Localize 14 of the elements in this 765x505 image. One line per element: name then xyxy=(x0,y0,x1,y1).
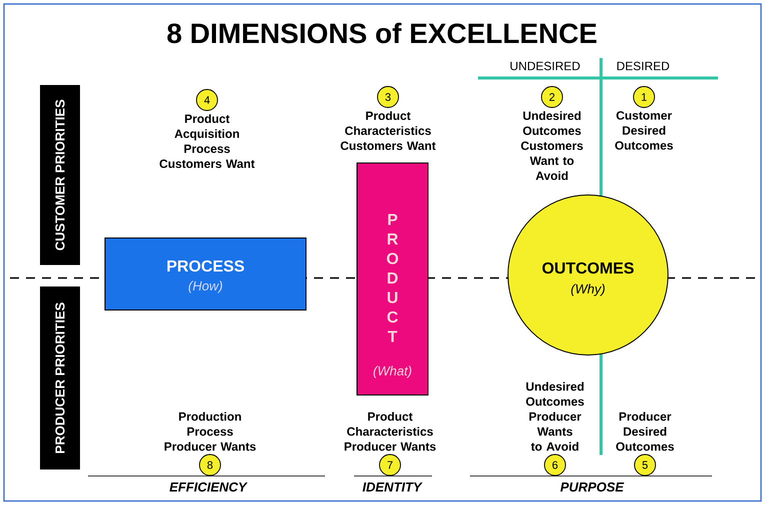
process-box: PROCESS (How) xyxy=(104,238,306,310)
node-label: Producer Desired Outcomes xyxy=(616,412,674,451)
title: 8 DIMENSIONS of EXCELLENCE xyxy=(167,22,596,44)
node-label: Undesired Outcomes Producer Wants to Avoid xyxy=(526,382,584,451)
node-label: Production Process Producer Wants xyxy=(164,412,256,451)
node-label: Product Acquisition Process Customers Want xyxy=(160,114,255,168)
node-label: Product Characteristics Customers Want xyxy=(340,111,436,150)
side-band: CUSTOMER PRIORITIES xyxy=(40,85,80,265)
node-label: Customer Desired Outcomes xyxy=(615,111,673,150)
node-label: Undesired Outcomes Customers Want to Avoid xyxy=(521,111,583,180)
side-band: PRODUCER PRIORITIES xyxy=(40,286,80,470)
product-box: P R O D U C T (What) xyxy=(356,162,428,396)
node-label: Product Characteristics Producer Wants xyxy=(344,412,436,451)
heading: PURPOSE xyxy=(560,482,624,492)
